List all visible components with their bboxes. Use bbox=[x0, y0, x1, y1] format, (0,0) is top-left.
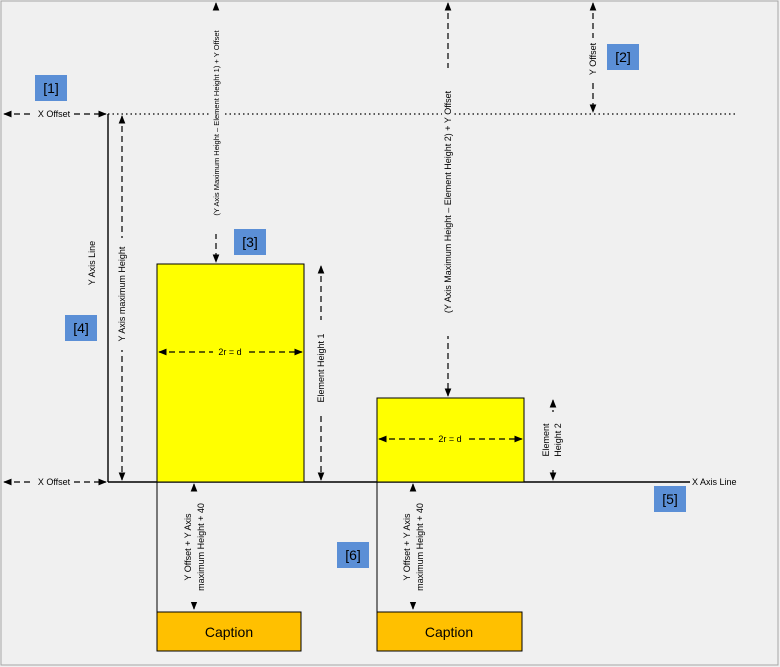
gap-1-label: (Y Axis Maximum Height – Element Height … bbox=[212, 30, 221, 216]
badge-2: [2] bbox=[607, 44, 639, 70]
caption-offset-1-label-line2: maximum Height + 40 bbox=[196, 503, 206, 591]
caption-box-2: Caption bbox=[376, 611, 523, 652]
badge-2-text: [2] bbox=[615, 49, 631, 65]
element-height-2-label-line2: Height 2 bbox=[553, 423, 563, 457]
caption-offset-2-label-line1: Y Offset + Y Axis bbox=[402, 513, 412, 581]
badge-4: [4] bbox=[65, 315, 97, 341]
caption-2-text: Caption bbox=[425, 624, 473, 640]
element-height-1-label: Element Height 1 bbox=[316, 333, 326, 402]
x-offset-bottom-label: X Offset bbox=[38, 477, 71, 487]
badge-3-text: [3] bbox=[242, 234, 258, 250]
caption-1-text: Caption bbox=[205, 624, 253, 640]
y-axis-line-label: Y Axis Line bbox=[87, 241, 97, 285]
gap-2-label: (Y Axis Maximum Height – Element Height … bbox=[443, 90, 453, 313]
badge-6: [6] bbox=[337, 542, 369, 568]
badge-6-text: [6] bbox=[345, 547, 361, 563]
badge-1: [1] bbox=[35, 75, 67, 101]
diameter-1-label: 2r = d bbox=[218, 347, 241, 357]
badge-5: [5] bbox=[654, 486, 686, 512]
element-1 bbox=[156, 263, 305, 483]
badge-1-text: [1] bbox=[43, 80, 59, 96]
y-axis-max-height-label: Y Axis maximum Height bbox=[117, 246, 127, 341]
badge-5-text: [5] bbox=[662, 491, 678, 507]
x-offset-top-label: X Offset bbox=[38, 109, 71, 119]
badge-3: [3] bbox=[234, 229, 266, 255]
diameter-2-label: 2r = d bbox=[438, 434, 461, 444]
badge-4-text: [4] bbox=[73, 320, 89, 336]
caption-box-1: Caption bbox=[156, 611, 302, 652]
x-axis-line-label: X Axis Line bbox=[692, 477, 737, 487]
caption-offset-2-label-line2: maximum Height + 40 bbox=[415, 503, 425, 591]
element-height-2-label-line1: Element bbox=[541, 423, 551, 457]
y-offset-label: Y Offset bbox=[588, 42, 598, 75]
caption-offset-1-label-line1: Y Offset + Y Axis bbox=[183, 513, 193, 581]
